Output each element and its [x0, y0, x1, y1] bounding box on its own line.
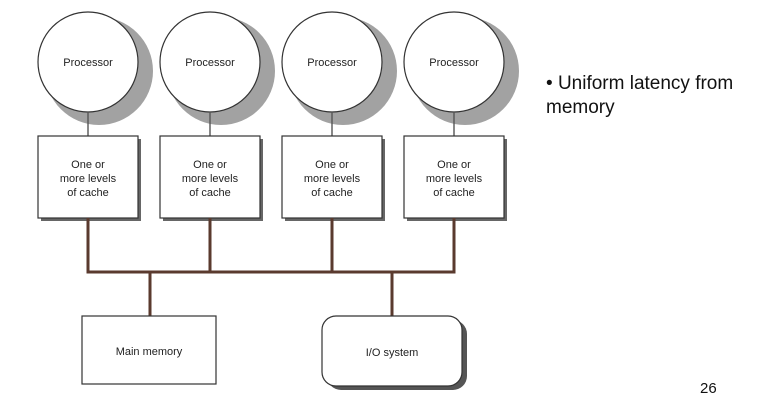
- main-memory: Main memory: [81, 315, 217, 385]
- cache-label-line: more levels: [60, 173, 117, 185]
- main-memory-rect: [81, 315, 217, 385]
- bullet-text: Uniform latency from memory: [546, 73, 734, 118]
- processor-cache-links: [87, 112, 455, 136]
- bullet-marker: •: [546, 73, 553, 94]
- processor-label: Processor: [63, 57, 113, 69]
- cache-box-rect: [281, 135, 383, 219]
- cache-label-line: of cache: [311, 187, 353, 199]
- io-system-label: I/O system: [366, 347, 419, 359]
- processor-label: Processor: [307, 57, 357, 69]
- cache-box-3: One or more levels of cache: [281, 135, 385, 221]
- shared-bus: [86, 218, 456, 316]
- cache-label-line: more levels: [304, 173, 361, 185]
- processor-node-1: Processor: [37, 11, 153, 125]
- cache-label-line: One or: [193, 159, 227, 171]
- slide-number: 26: [700, 380, 717, 397]
- cache-box-1: One or more levels of cache: [37, 135, 141, 221]
- cache-label-line: of cache: [433, 187, 475, 199]
- io-system-rect: [321, 315, 463, 387]
- cache-label-line: One or: [437, 159, 471, 171]
- cache-box-4: One or more levels of cache: [403, 135, 507, 221]
- io-system: I/O system: [321, 315, 467, 390]
- processor-label: Processor: [429, 57, 479, 69]
- cache-label-line: of cache: [67, 187, 109, 199]
- cache-box-rect: [159, 135, 261, 219]
- main-memory-label: Main memory: [116, 346, 183, 358]
- processor-node-2: Processor: [159, 11, 275, 125]
- processor-label: Processor: [185, 57, 235, 69]
- cache-label-line: more levels: [426, 173, 483, 185]
- processor-node-3: Processor: [281, 11, 397, 125]
- cache-label-line: One or: [315, 159, 349, 171]
- bullet-point: • Uniform latency from memory: [546, 72, 756, 120]
- cache-label-line: One or: [71, 159, 105, 171]
- smp-architecture-diagram: Processor Processor Processor Processor …: [37, 11, 519, 390]
- cache-box-rect: [37, 135, 139, 219]
- cache-box-2: One or more levels of cache: [159, 135, 263, 221]
- processor-node-4: Processor: [403, 11, 519, 125]
- cache-label-line: more levels: [182, 173, 239, 185]
- cache-box-rect: [403, 135, 505, 219]
- cache-label-line: of cache: [189, 187, 231, 199]
